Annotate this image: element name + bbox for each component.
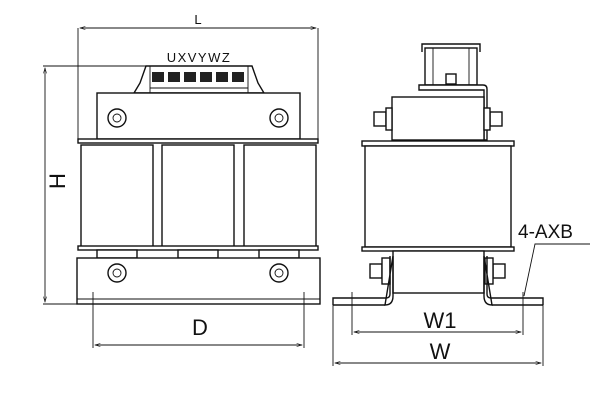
hole-callout: 4-AXB (518, 222, 590, 297)
mount-foot-right (483, 255, 544, 306)
dimension-w1: W1 (351, 292, 524, 335)
dimension-h: H (43, 65, 148, 305)
top-yoke (96, 92, 301, 140)
terminal-screw-icon (200, 72, 212, 82)
spacer (258, 249, 300, 259)
coil-3 (243, 144, 317, 249)
terminal-screw-icon (216, 72, 228, 82)
bolt-icon (107, 263, 127, 283)
spacer (96, 249, 138, 259)
dimension-l: L (77, 12, 319, 143)
terminal-screw-icon (232, 72, 244, 82)
terminal-clamp (421, 43, 481, 86)
hole-callout-label: 4-AXB (518, 222, 573, 243)
mount-foot-left (332, 255, 394, 306)
terminal-screw-icon (152, 72, 164, 82)
dimension-d: D (92, 292, 305, 348)
coil-1 (80, 144, 154, 249)
bottom-yoke (76, 257, 321, 305)
dimension-w: W (332, 305, 544, 366)
bolt-icon (269, 263, 289, 283)
bolt-icon (107, 108, 127, 128)
bolt-icon (269, 108, 289, 128)
nut-icon (369, 257, 391, 285)
front-view: L H UXVYWZ (43, 12, 321, 348)
upper-coil (391, 96, 485, 141)
terminal-screw-icon (168, 72, 180, 82)
terminal-block: UXVYWZ (132, 50, 266, 94)
terminal-labels: UXVYWZ (167, 50, 232, 65)
side-view: W1 W 4-AXB (332, 43, 590, 366)
core-flange-top (361, 140, 515, 147)
top-flange (77, 138, 319, 144)
nut-icon (484, 257, 506, 285)
core-body (364, 145, 512, 248)
dimension-h-label: H (45, 173, 70, 189)
dimension-d-label: D (192, 315, 208, 340)
nut-icon (373, 107, 393, 131)
dimension-l-label: L (194, 12, 201, 27)
nut-icon (483, 107, 503, 131)
dimension-w-label: W (430, 339, 451, 364)
dimension-w1-label: W1 (424, 308, 457, 333)
coil-2 (161, 144, 235, 249)
terminal-screw-icon (184, 72, 196, 82)
spacer (177, 249, 219, 259)
lower-coil (392, 250, 485, 294)
